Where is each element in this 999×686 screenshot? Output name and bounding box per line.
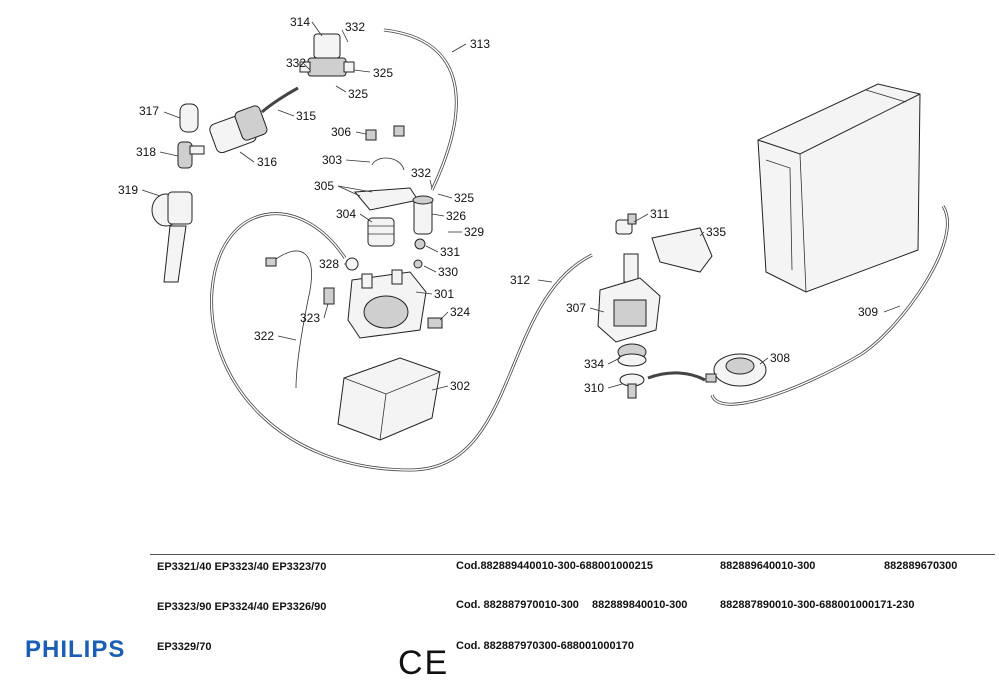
callout-306: 306: [331, 125, 351, 139]
callout-303: 303: [322, 153, 342, 167]
callout-304: 304: [336, 207, 356, 221]
callout-310: 310: [584, 381, 604, 395]
callout-318: 318: [136, 145, 156, 159]
gasket-305: [353, 187, 419, 211]
footer-divider: [150, 554, 995, 555]
pump-307: [597, 253, 661, 343]
fitting-311: [615, 213, 637, 235]
code-row-2-a: Cod. 882887970010-300: [456, 599, 579, 611]
frame-302: [337, 357, 441, 441]
callout-316: 316: [257, 155, 277, 169]
screws-306: [365, 125, 405, 141]
ring-330: [413, 259, 423, 269]
callout-328: 328: [319, 257, 339, 271]
thermoblock-301: [347, 269, 427, 339]
leader-lines: [141, 21, 901, 391]
callout-332c: 332: [411, 166, 431, 180]
hose-315: [261, 86, 299, 114]
callout-332a: 332: [345, 20, 365, 34]
callout-326: 326: [446, 209, 466, 223]
bracket-323: [323, 287, 335, 305]
code-row-2-b: 882889840010-300: [592, 599, 688, 611]
models-row-1: EP3321/40 EP3323/40 EP3323/70: [157, 561, 327, 573]
callout-311: 311: [650, 207, 669, 221]
callout-312: 312: [510, 273, 530, 287]
connector-310: [619, 373, 645, 399]
callout-332b: 332: [286, 56, 306, 70]
water-tank: [757, 83, 921, 293]
callout-325b: 325: [348, 87, 368, 101]
hose-pump-to-308: [647, 371, 706, 382]
callout-313: 313: [470, 37, 490, 51]
steam-wand-319: [151, 191, 193, 283]
models-row-3: EP3329/70: [157, 641, 212, 653]
callout-305: 305: [314, 179, 334, 193]
callout-319: 319: [118, 183, 138, 197]
connector-318: [177, 141, 205, 169]
callout-335: 335: [706, 225, 726, 239]
callout-302: 302: [450, 379, 470, 393]
callout-301: 301: [434, 287, 454, 301]
solenoid-valve-314: [299, 33, 355, 77]
models-row-2: EP3323/90 EP3324/40 EP3326/90: [157, 601, 327, 613]
code-row-3-a: Cod. 882887970300-688001000170: [456, 640, 634, 652]
heater-spring-304: [367, 217, 395, 247]
code-row-2-c: 882887890010-300-688001000171-230: [720, 599, 915, 611]
callout-314: 314: [290, 15, 310, 29]
ring-331: [414, 238, 426, 250]
code-row-1-c: 882889670300: [884, 560, 958, 572]
callout-309: 309: [858, 305, 878, 319]
sensor-cable-322: [271, 250, 312, 389]
callout-322: 322: [254, 329, 274, 343]
callout-331: 331: [440, 245, 460, 259]
fitting-326: [412, 195, 434, 235]
callout-330: 330: [438, 265, 458, 279]
code-row-1-a: Cod.882889440010-300-688001000215: [456, 560, 653, 572]
callout-329: 329: [464, 225, 484, 239]
callout-323: 323: [300, 311, 320, 325]
callout-334: 334: [584, 357, 604, 371]
cap-317: [179, 103, 199, 133]
flowmeter-308: [705, 353, 767, 387]
callout-325a: 325: [373, 66, 393, 80]
bracket-335: [651, 227, 713, 273]
callout-324: 324: [450, 305, 470, 319]
wiring-303: [371, 157, 405, 171]
callout-317: 317: [139, 104, 159, 118]
philips-logo: PHILIPS: [25, 636, 126, 663]
code-row-1-b: 882889640010-300: [720, 560, 816, 572]
callout-307: 307: [566, 301, 586, 315]
callout-325c: 325: [454, 191, 474, 205]
damper-334: [617, 343, 647, 367]
steam-valve-316: [209, 105, 268, 154]
exploded-parts-diagram: 314 332 313 332 325 325 317 315 306 318 …: [118, 15, 949, 472]
callout-315: 315: [296, 109, 316, 123]
screw-324: [427, 317, 443, 329]
ce-mark: CE: [398, 644, 450, 682]
callout-308: 308: [770, 351, 790, 365]
clip-328: [345, 257, 359, 271]
